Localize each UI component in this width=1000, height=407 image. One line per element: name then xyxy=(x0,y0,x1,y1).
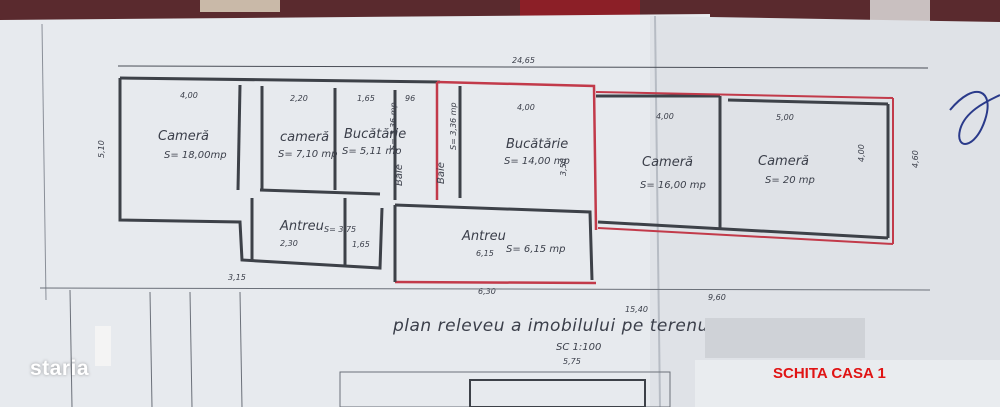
room-area-antreu-1: S= 3,75 xyxy=(324,225,356,234)
room-name-camera-4: Cameră xyxy=(758,154,809,169)
redaction-mask xyxy=(95,326,111,366)
walls-center-red xyxy=(394,80,598,285)
dim-label: 4,00 xyxy=(857,144,866,162)
room-name-antreu-2: Antreu xyxy=(461,229,506,244)
room-name-antreu-1: Antreu xyxy=(279,219,324,234)
dim-label: 5,10 xyxy=(97,140,106,158)
dim-label: 2,30 xyxy=(280,239,298,248)
paper-sheet-right xyxy=(650,16,1000,407)
dim-label: 1,65 xyxy=(357,94,375,103)
signature-mark xyxy=(949,90,1000,145)
redaction-mask xyxy=(705,318,865,358)
dim-label: 96 xyxy=(405,94,415,103)
overall-dim: 24,65 xyxy=(512,56,535,65)
dim-label: 15,40 xyxy=(625,305,648,314)
room-area-baie-2: S= 3,36 mp xyxy=(449,102,458,150)
walls-left xyxy=(118,76,441,270)
label-schita: SCHITA CASA 1 xyxy=(773,365,886,382)
dim-label: 4,00 xyxy=(180,91,198,100)
plan-title: plan releveu a imobilului pe terenul xyxy=(392,316,714,336)
plan-scale: SC 1:100 xyxy=(556,342,601,353)
dim-label: 3,15 xyxy=(228,273,246,282)
room-name-baie-1: Baie xyxy=(394,164,405,186)
room-area-camera-4: S= 20 mp xyxy=(765,175,815,186)
walls-center xyxy=(393,86,594,282)
room-area-baie-1: S= 3,36 mp xyxy=(389,102,398,150)
dim-label: 6,30 xyxy=(478,287,496,296)
dim-label: 4,00 xyxy=(517,103,535,112)
dim-label: 4,60 xyxy=(911,150,920,168)
dim-label: 5,00 xyxy=(776,113,794,122)
room-name-bucatarie-2: Bucătărie xyxy=(506,137,568,152)
dim-label: 3,50 xyxy=(559,158,568,176)
paper-sheet-left xyxy=(0,14,712,407)
room-area-antreu-2: S= 6,15 mp xyxy=(506,244,565,255)
room-name-camera-1: Cameră xyxy=(158,129,209,144)
dim-label: 4,00 xyxy=(656,112,674,121)
room-area-camera-2: S= 7,10 mp xyxy=(278,149,337,160)
room-name-camera-3: Cameră xyxy=(642,155,693,170)
dim-label: 6,15 xyxy=(476,249,494,258)
scale-dim: 5,75 xyxy=(563,357,581,366)
watermark-logo: staria xyxy=(30,357,90,380)
walls-right xyxy=(596,94,890,240)
room-area-camera-3: S= 16,00 mp xyxy=(640,180,706,191)
room-area-bucatarie-2: S= 14,00 mp xyxy=(504,156,570,167)
room-name-baie-2: Baie xyxy=(436,162,447,184)
dim-label: 1,65 xyxy=(352,240,370,249)
dim-label: 9,60 xyxy=(708,293,726,302)
dim-label: 2,20 xyxy=(290,94,308,103)
label-box xyxy=(695,360,1000,407)
room-name-bucatarie-1: Bucătărie xyxy=(344,127,406,142)
room-name-camera-2: cameră xyxy=(280,130,329,145)
room-area-bucatarie-1: S= 5,11 mp xyxy=(342,146,401,157)
room-area-camera-1: S= 18,00mp xyxy=(164,150,227,161)
